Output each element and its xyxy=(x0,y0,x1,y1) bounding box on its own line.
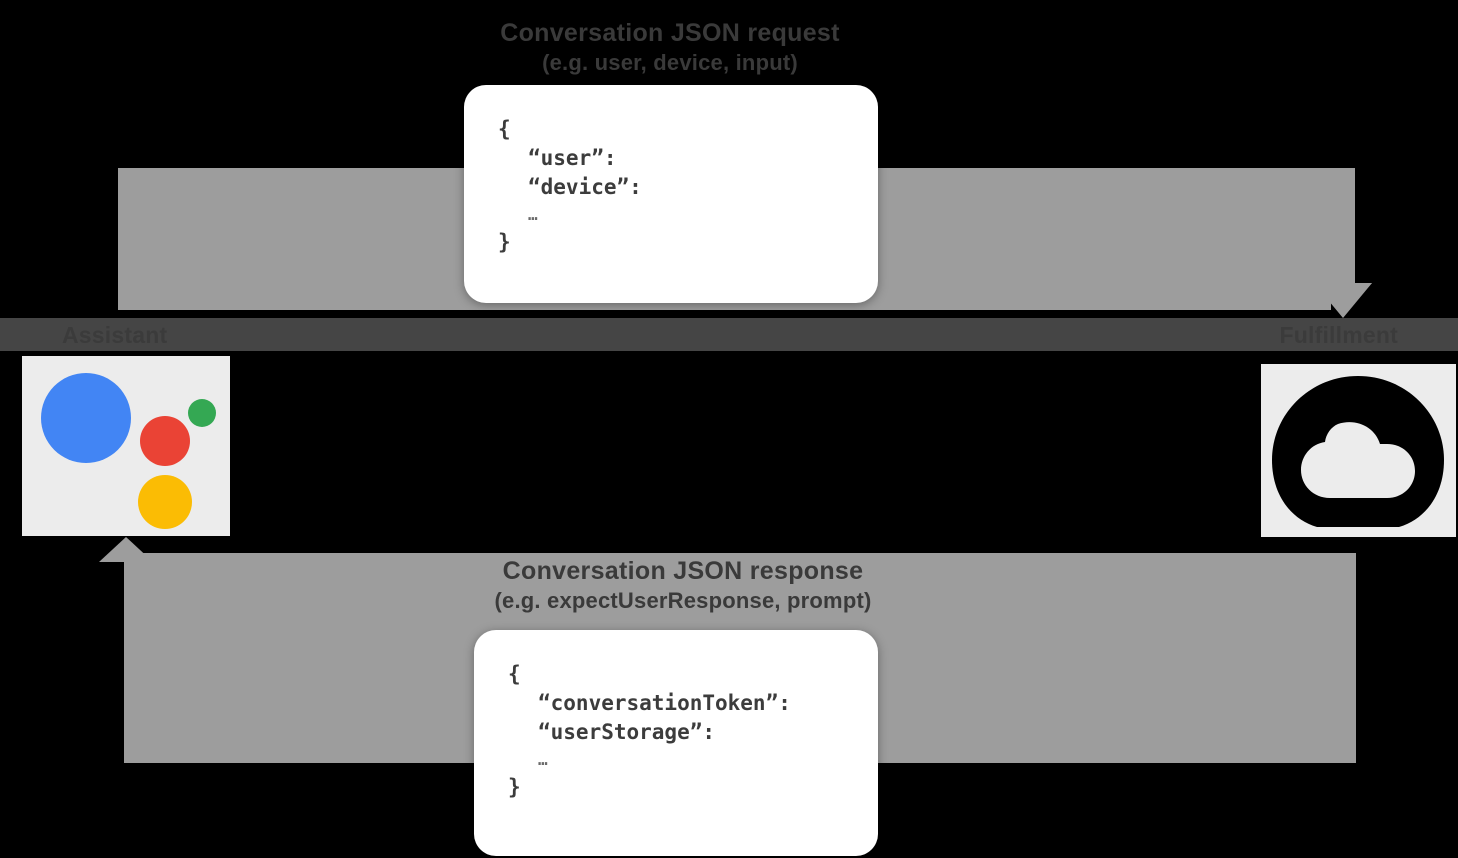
request-caption-line1: Conversation JSON request xyxy=(500,19,840,47)
assistant-endpoint-label: Assistant xyxy=(62,322,168,348)
assistant-logo-tile xyxy=(22,356,230,536)
cloud-shape xyxy=(1301,422,1415,498)
assistant-yellow-dot xyxy=(138,475,192,529)
response-caption-line2: (e.g. expectUserResponse, prompt) xyxy=(494,588,872,613)
request-flow-caption: Conversation JSON request (e.g. user, de… xyxy=(500,18,840,78)
response-json-close-brace: } xyxy=(508,775,521,799)
request-json-open-brace: { xyxy=(498,117,511,141)
fulfillment-logo-tile xyxy=(1261,364,1456,537)
response-caption-line1: Conversation JSON response xyxy=(502,557,864,585)
request-json-key-user: “user”: xyxy=(528,146,617,170)
response-json-key-conversationtoken: “conversationToken”: xyxy=(538,691,791,715)
fulfillment-endpoint-label: Fulfillment xyxy=(1279,322,1398,348)
response-json-open-brace: { xyxy=(508,662,521,686)
assistant-blue-dot xyxy=(41,373,131,463)
request-json-card: { “user”: “device”: … } xyxy=(464,85,878,303)
google-assistant-icon xyxy=(41,373,216,529)
cloud-functions-icon xyxy=(1272,376,1444,527)
response-json-card: { “conversationToken”: “userStorage”: … … xyxy=(474,630,878,856)
response-json-key-userstorage: “userStorage”: xyxy=(538,720,716,744)
assistant-red-dot xyxy=(140,416,190,466)
center-divider-band xyxy=(0,318,1458,351)
request-caption-line2: (e.g. user, device, input) xyxy=(542,50,798,75)
response-flow-caption: Conversation JSON response (e.g. expectU… xyxy=(494,556,871,616)
assistant-green-dot xyxy=(188,399,216,427)
response-json-ellipsis: … xyxy=(538,750,548,769)
request-json-ellipsis: … xyxy=(528,205,538,224)
request-json-close-brace: } xyxy=(498,230,511,254)
request-json-key-device: “device”: xyxy=(528,175,642,199)
